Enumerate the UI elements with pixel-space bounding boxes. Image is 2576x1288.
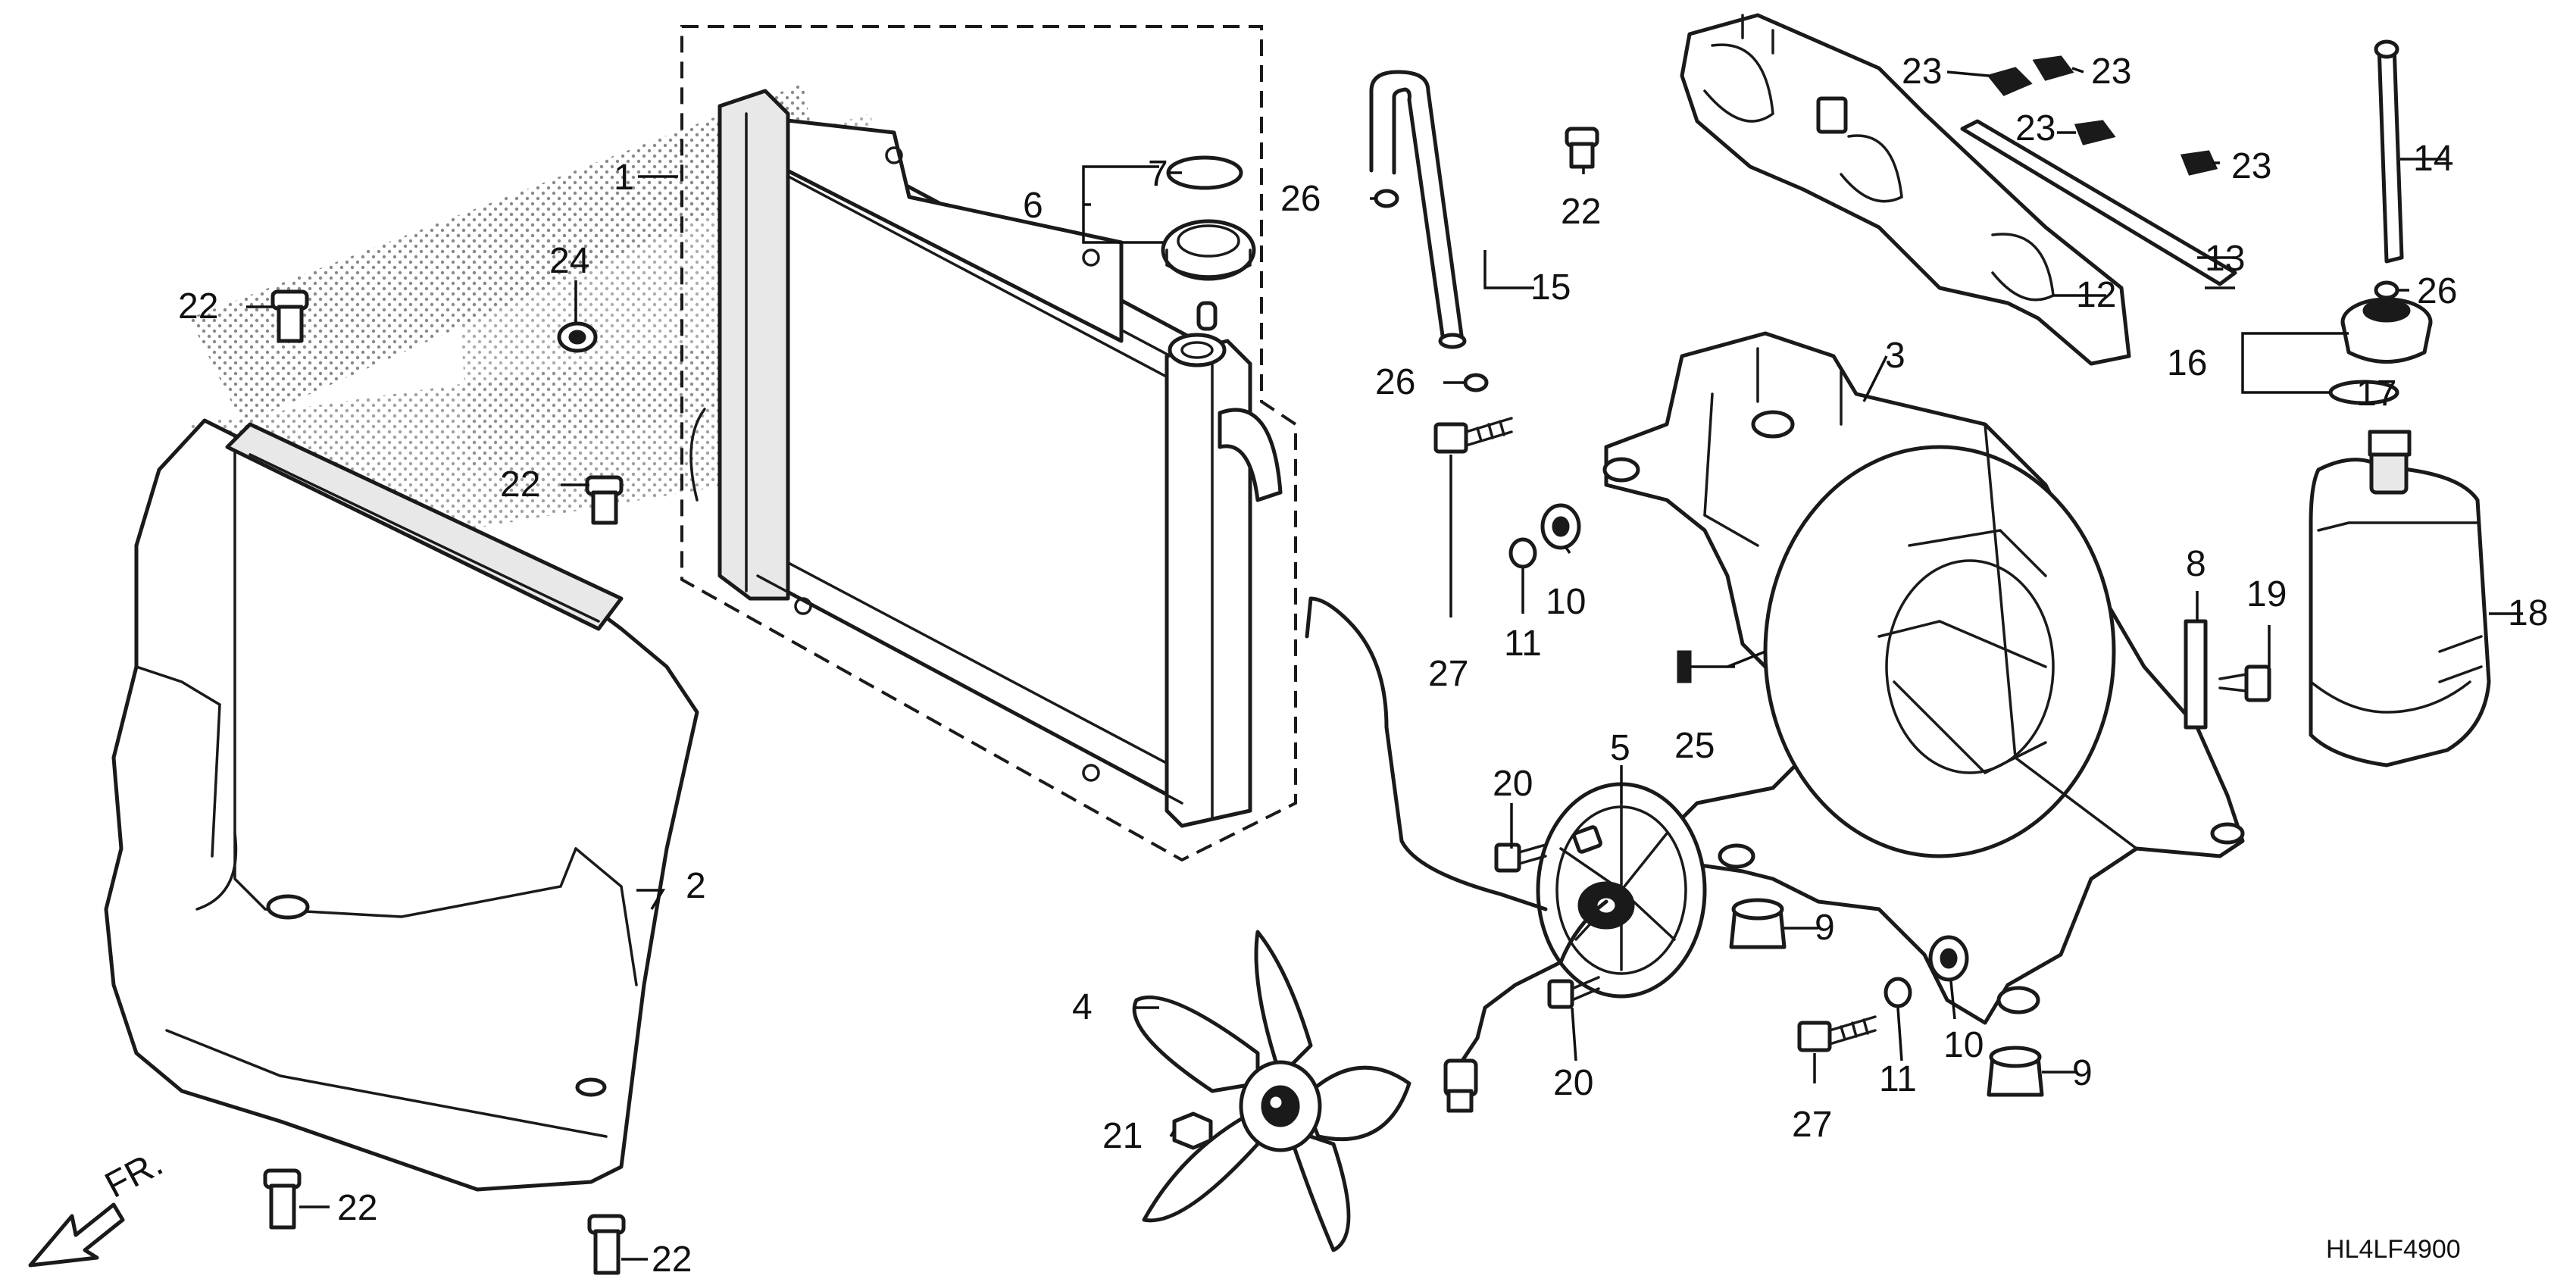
callout-23a: 23: [1902, 52, 1942, 92]
leader-lines: [246, 67, 2523, 1261]
callout-26c: 26: [2417, 271, 2457, 311]
flange-bolt: [1433, 417, 1877, 1052]
callout-6: 6: [1023, 186, 1043, 226]
radiator-cap: [1161, 219, 1256, 281]
direction-label: FR.: [98, 1143, 169, 1206]
callout-9a: 9: [1815, 908, 1835, 948]
overflow-hose: [1369, 70, 1465, 343]
callout-23c: 23: [2015, 108, 2055, 148]
seal-strip: [2184, 619, 2208, 730]
callout-27a: 27: [1428, 654, 1468, 694]
callout-16: 16: [2167, 343, 2207, 383]
callout-21: 21: [1102, 1116, 1143, 1156]
callout-22b: 22: [500, 464, 540, 505]
rubber-mount: [1729, 898, 2044, 1097]
callout-3: 3: [1885, 336, 1905, 376]
tank-cap-seal: [2328, 380, 2399, 405]
fan-blade: [1132, 930, 1411, 1252]
callout-7: 7: [1148, 154, 1168, 194]
callout-14: 14: [2413, 139, 2453, 179]
washer: [1508, 537, 1912, 1008]
fan-shroud-frame: [1602, 331, 2245, 1025]
callout-4: 4: [1072, 987, 1093, 1027]
callout-10b: 10: [1943, 1025, 1984, 1065]
callout-22e: 22: [1561, 192, 1601, 232]
callout-5: 5: [1610, 728, 1630, 768]
breather-hose: [2374, 39, 2404, 264]
callout-17: 17: [2356, 374, 2396, 414]
fan-shroud: [104, 418, 699, 1192]
callout-19: 19: [2246, 574, 2287, 614]
front-direction-arrow: [28, 1202, 125, 1268]
fan-nut: [1172, 1111, 1213, 1150]
callout-13: 13: [2205, 239, 2245, 279]
callout-20b: 20: [1553, 1063, 1593, 1103]
callout-24: 24: [549, 241, 589, 281]
fan-motor: [1305, 596, 1707, 1113]
reserve-tank-cap: [2340, 297, 2433, 364]
callout-20a: 20: [1493, 764, 1533, 804]
collar: [1540, 503, 1969, 982]
wire-clip: [1677, 650, 1692, 683]
callout-22d: 22: [652, 1240, 692, 1280]
diagram-code: HL4LF4900: [2326, 1235, 2461, 1264]
radiator-assembly: [680, 25, 1297, 862]
callout-1: 1: [614, 158, 634, 198]
grommet: [557, 321, 598, 353]
callout-22c: 22: [337, 1188, 377, 1228]
callout-15: 15: [1530, 267, 1571, 308]
callout-26a: 26: [1280, 179, 1321, 219]
callout-27b: 27: [1792, 1105, 1832, 1145]
callout-18: 18: [2508, 593, 2548, 633]
callout-2: 2: [686, 866, 706, 906]
callout-26b: 26: [1375, 362, 1415, 402]
deflector-strip: [1960, 119, 2237, 286]
push-clip: [263, 127, 1599, 1275]
callout-12: 12: [2076, 275, 2116, 315]
shroud-bracket-rail: [1680, 13, 2131, 366]
callout-10a: 10: [1546, 582, 1586, 622]
retainer-clip: [1987, 55, 2218, 176]
reserve-tank: [2309, 430, 2491, 767]
callout-numbers: 1 2 3 4 5 6 7 8 9 9 10 10 11 11 12 13 14…: [178, 52, 2548, 1280]
callout-22a: 22: [178, 286, 218, 327]
callout-8: 8: [2186, 544, 2206, 584]
callout-25: 25: [1674, 726, 1715, 766]
callout-23b: 23: [2091, 52, 2131, 92]
callout-11a: 11: [1504, 624, 1542, 664]
hose-clamp: [1374, 189, 2399, 392]
callout-23d: 23: [2231, 146, 2271, 186]
motor-bolt: [1494, 843, 1600, 1009]
tank-bolt: [2218, 664, 2271, 702]
callout-11b: 11: [1879, 1059, 1917, 1099]
callout-9b: 9: [2072, 1053, 2093, 1093]
